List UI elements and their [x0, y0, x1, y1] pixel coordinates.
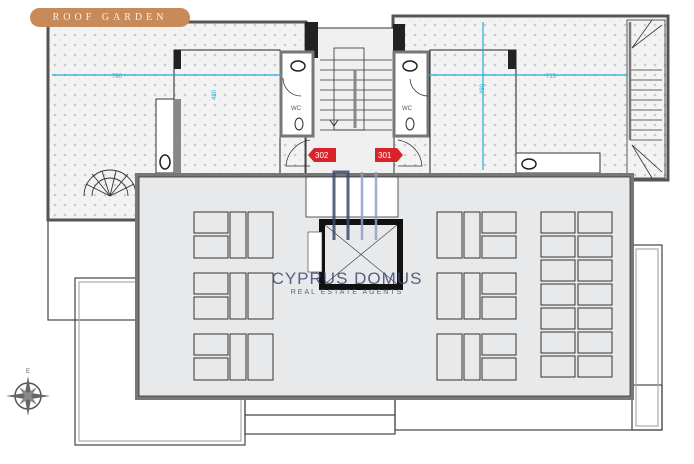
svg-text:302: 302	[315, 151, 329, 160]
skylights-left	[193, 211, 274, 381]
skylights-right	[436, 211, 517, 381]
svg-text:301: 301	[378, 151, 392, 160]
right-wc	[392, 50, 430, 138]
dimension-lines	[52, 22, 628, 170]
right-wc-label: WC	[402, 106, 413, 112]
left-wc-label: WC	[291, 106, 302, 112]
watermark-tagline: REAL ESTATE AGENTS	[291, 289, 404, 296]
compass-rose-icon: E	[6, 369, 50, 416]
compass-label: E	[26, 369, 30, 375]
right-external-stair	[626, 19, 666, 179]
lift-core	[305, 176, 403, 290]
watermark-brand: CYPRUS DOMUS	[272, 269, 423, 288]
left-wc	[279, 50, 315, 138]
unit-tag-302: 302	[308, 148, 336, 162]
unit-tag-301: 301	[375, 148, 403, 162]
watermark-logo: CYPRUS DOMUS REAL ESTATE AGENTS	[272, 170, 423, 296]
dimension-right-width: 715	[546, 74, 557, 80]
spiral-stair	[83, 169, 137, 197]
dimension-right-depth: 480	[480, 83, 486, 94]
dimension-left-width: 780	[112, 74, 123, 80]
roof-garden-badge: ROOF GARDEN	[30, 8, 190, 27]
garden-partitions	[155, 22, 601, 176]
dimension-left-depth: 480	[212, 89, 218, 100]
skylights-grid	[540, 211, 613, 378]
